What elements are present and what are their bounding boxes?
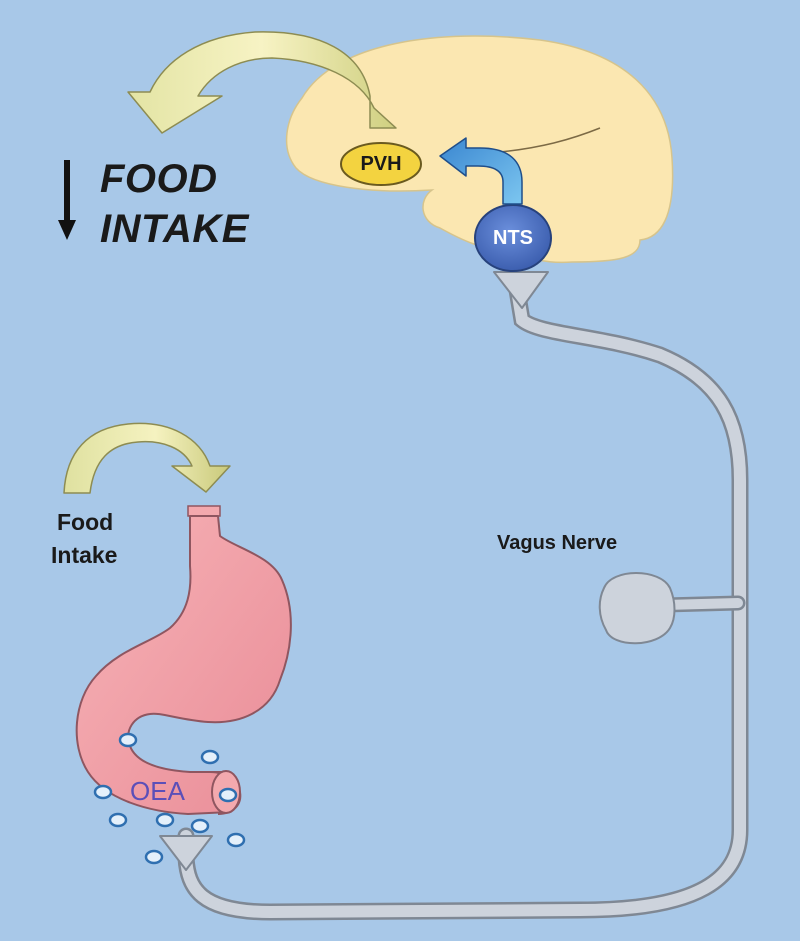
brain-fold-line: [499, 127, 601, 153]
nts-to-pvh-arrow: [439, 137, 523, 205]
oea-droplets: [93, 732, 246, 865]
nerve-ending-top: [493, 271, 549, 309]
food-intake-label-line1: Food: [57, 509, 114, 535]
food-intake-outcome-line1: FOOD: [100, 157, 218, 201]
food-input-arrow: [63, 422, 231, 494]
food-intake-outcome-line2: INTAKE: [100, 207, 249, 251]
nts-nucleus: [474, 204, 552, 272]
nodose-ganglion: [598, 572, 676, 645]
stomach: [75, 505, 292, 815]
vagus-nerve: [159, 269, 749, 921]
pvh-label: PVH: [360, 153, 402, 175]
vagus-nerve-label: Vagus Nerve: [497, 532, 618, 554]
oea-label: OEA: [130, 776, 185, 806]
food-intake-label-line2: Intake: [51, 542, 118, 568]
pvh-nucleus: [340, 142, 422, 186]
pvh-output-arrow: [127, 31, 397, 134]
nerve-ending-bottom: [159, 835, 213, 871]
down-arrow-icon: [58, 160, 76, 240]
nts-label: NTS: [493, 227, 533, 249]
